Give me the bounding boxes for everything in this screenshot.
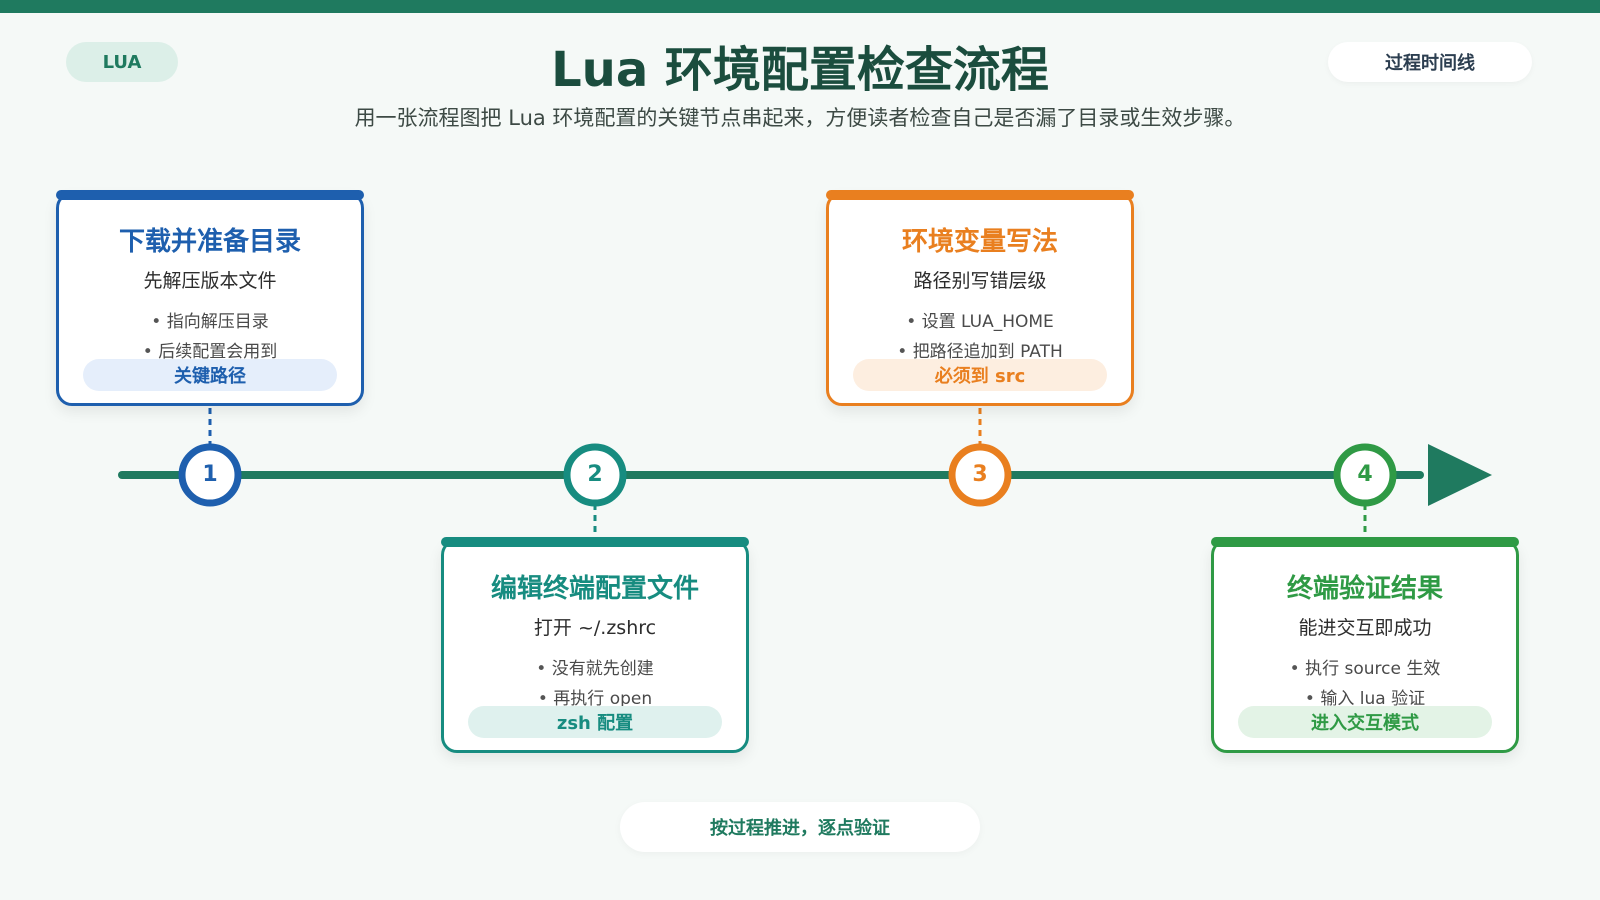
step-subtitle: 打开 ~/.zshrc — [533, 617, 657, 639]
bullet-item: 后续配置会用到 — [59, 337, 361, 367]
step-card-2: 编辑终端配置文件 打开 ~/.zshrc 没有就先创建 再执行 open zsh… — [441, 537, 749, 753]
timeline-arrowhead — [1428, 444, 1492, 506]
card-accent-bar — [826, 190, 1134, 200]
step-card-4: 终端验证结果 能进交互即成功 执行 source 生效 输入 lua 验证 进入… — [1211, 537, 1519, 753]
step-subtitle: 先解压版本文件 — [143, 270, 277, 292]
step-node-1 — [178, 443, 242, 507]
top-accent-bar — [0, 0, 1600, 13]
view-type-badge: 过程时间线 — [1328, 42, 1532, 82]
step-title: 终端验证结果 — [1286, 574, 1443, 604]
step-number-4: 4 — [1357, 462, 1373, 487]
step-bullets: 设置 LUA_HOME 把路径追加到 PATH — [829, 307, 1131, 367]
step-tag: 必须到 src — [853, 359, 1107, 391]
step-number-1: 1 — [202, 462, 218, 487]
step-subtitle: 路径别写错层级 — [913, 270, 1047, 292]
page-title: Lua 环境配置检查流程 — [551, 42, 1049, 98]
step-bullets: 执行 source 生效 输入 lua 验证 — [1214, 654, 1516, 714]
bullet-item: 再执行 open — [444, 684, 746, 714]
step-title: 环境变量写法 — [901, 227, 1058, 257]
step-tag: 进入交互模式 — [1238, 706, 1492, 738]
step-title: 下载并准备目录 — [118, 227, 301, 257]
footer-note: 按过程推进，逐点验证 — [620, 802, 980, 852]
bullet-item: 指向解压目录 — [59, 307, 361, 337]
step-bullets: 指向解压目录 后续配置会用到 — [59, 307, 361, 367]
page-subtitle: 用一张流程图把 Lua 环境配置的关键节点串起来，方便读者检查自己是否漏了目录或… — [354, 106, 1246, 130]
step-bullets: 没有就先创建 再执行 open — [444, 654, 746, 714]
bullet-item: 输入 lua 验证 — [1214, 684, 1516, 714]
bullet-item: 把路径追加到 PATH — [829, 337, 1131, 367]
bullet-item: 执行 source 生效 — [1214, 654, 1516, 684]
step-node-2 — [563, 443, 627, 507]
step-subtitle: 能进交互即成功 — [1298, 617, 1432, 639]
step-node-3 — [948, 443, 1012, 507]
bullet-item: 设置 LUA_HOME — [829, 307, 1131, 337]
step-card-3: 环境变量写法 路径别写错层级 设置 LUA_HOME 把路径追加到 PATH 必… — [826, 190, 1134, 406]
category-badge: LUA — [66, 42, 178, 82]
step-card-1: 下载并准备目录 先解压版本文件 指向解压目录 后续配置会用到 关键路径 — [56, 190, 364, 406]
card-accent-bar — [441, 537, 749, 547]
step-number-3: 3 — [972, 462, 988, 487]
step-node-4 — [1333, 443, 1397, 507]
step-tag: 关键路径 — [83, 359, 337, 391]
step-number-2: 2 — [587, 462, 603, 487]
bullet-item: 没有就先创建 — [444, 654, 746, 684]
card-accent-bar — [56, 190, 364, 200]
step-title: 编辑终端配置文件 — [490, 574, 699, 604]
card-accent-bar — [1211, 537, 1519, 547]
step-tag: zsh 配置 — [468, 706, 722, 738]
